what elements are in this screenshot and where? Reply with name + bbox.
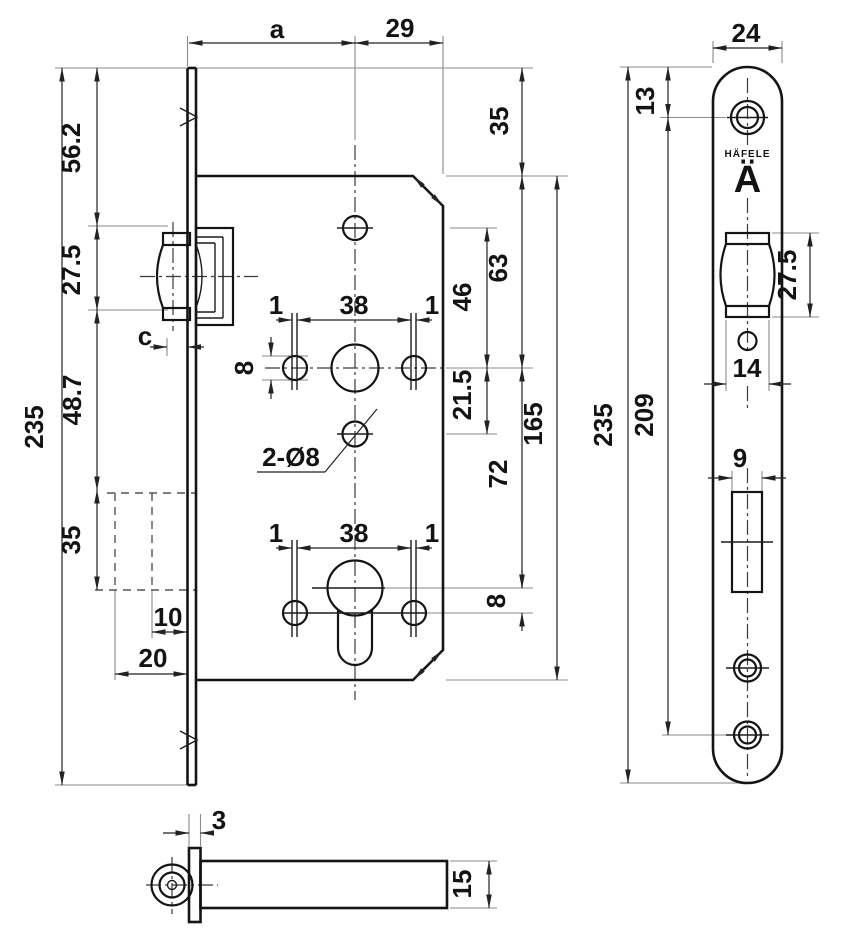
faceplate-edge — [179, 66, 199, 787]
dim-1-lower-left-label: 1 — [269, 518, 283, 548]
front-center-lines — [140, 145, 445, 700]
dim-8-dia-label: 8 — [229, 361, 259, 375]
break-mark-bottom — [179, 730, 199, 750]
dim-38-upper-label: 38 — [340, 290, 369, 320]
dim-1-upper-left-label: 1 — [269, 290, 283, 320]
plate-features — [719, 99, 776, 750]
dim-13-label: 13 — [630, 87, 660, 116]
chamfer-arrow — [413, 176, 425, 188]
break-mark-top — [179, 107, 199, 127]
dim-72-label: 72 — [483, 460, 513, 489]
bottom-view: 3 15 — [146, 805, 497, 924]
dim-10-label: 10 — [154, 602, 183, 632]
dim-9-label: 9 — [733, 443, 747, 473]
dim-56-2-label: 56.2 — [56, 123, 86, 174]
case-holes — [281, 214, 428, 667]
roller-latch-section — [150, 863, 194, 907]
chamfer-arrow — [431, 650, 443, 662]
cylinder-profile — [336, 609, 374, 667]
dim-63-label: 63 — [483, 254, 513, 283]
dim-3-label: 3 — [212, 805, 226, 835]
dim-46-label: 46 — [447, 283, 477, 312]
dim-20-label: 20 — [139, 643, 168, 673]
dim-c-label: c — [138, 321, 152, 351]
holes-note-label: 2-Ø8 — [262, 442, 320, 472]
latch-barrel-left — [719, 243, 728, 307]
dim-48-7-label: 48.7 — [57, 375, 87, 426]
latch-assembly — [155, 226, 235, 327]
bottom-dimensions — [163, 830, 492, 909]
auxiliary-pin-hole — [737, 330, 758, 352]
front-dimensions — [59, 40, 560, 786]
dim-165-label: 165 — [518, 402, 548, 445]
follower-hole — [330, 343, 380, 393]
dim-235-right-label: 235 — [588, 403, 618, 446]
plate-labels: 24 13 235 209 27.5 14 9 — [588, 18, 802, 473]
dim-14-label: 14 — [733, 353, 762, 383]
latch-barrel-right — [767, 243, 776, 307]
dim-29-label: 29 — [386, 13, 415, 43]
brand-glyph: Ä — [734, 158, 761, 201]
front-extension-lines — [55, 36, 568, 786]
front-labels: a 29 235 56.2 27.5 48.7 35 c 10 20 35 63… — [19, 13, 548, 673]
dim-15-label: 15 — [447, 870, 477, 899]
dim-27-5-plate-label: 27.5 — [772, 250, 802, 301]
front-view: a 29 235 56.2 27.5 48.7 35 c 10 20 35 63… — [19, 13, 568, 787]
brand-name: HÄFELE — [725, 147, 771, 160]
dim-1-upper-right-label: 1 — [425, 290, 439, 320]
case-section — [199, 859, 449, 910]
dim-35-right-label: 35 — [484, 107, 514, 136]
dim-1-lower-right-label: 1 — [425, 518, 439, 548]
dim-24-label: 24 — [732, 18, 761, 48]
dim-35-left-label: 35 — [56, 526, 86, 555]
bottom-labels: 3 15 — [212, 805, 477, 898]
dim-backset-label: a — [270, 14, 285, 44]
dim-8-right-label: 8 — [481, 594, 511, 608]
latch-flange-top — [724, 231, 771, 246]
hidden-pocket-dashed — [95, 492, 196, 591]
chamfer-arrow — [413, 668, 425, 680]
dim-21-5-label: 21.5 — [447, 370, 477, 421]
leader-line — [324, 408, 378, 473]
dim-235-left-label: 235 — [19, 405, 49, 448]
dim-209-label: 209 — [629, 393, 659, 436]
faceplate-outline — [711, 65, 784, 785]
dim-38-lower-label: 38 — [340, 518, 369, 548]
dim-27-5-label: 27.5 — [56, 245, 86, 296]
plate-dimensions — [625, 45, 813, 784]
lock-case — [196, 174, 445, 682]
bottom-center-lines — [146, 857, 218, 914]
brand-logo: HÄFELE Ä — [725, 147, 771, 201]
latch-flange-bottom — [724, 304, 771, 319]
faceplate-view: HÄFELE Ä 24 13 235 209 27.5 14 9 — [588, 18, 819, 785]
chamfer-arrow — [431, 194, 443, 206]
